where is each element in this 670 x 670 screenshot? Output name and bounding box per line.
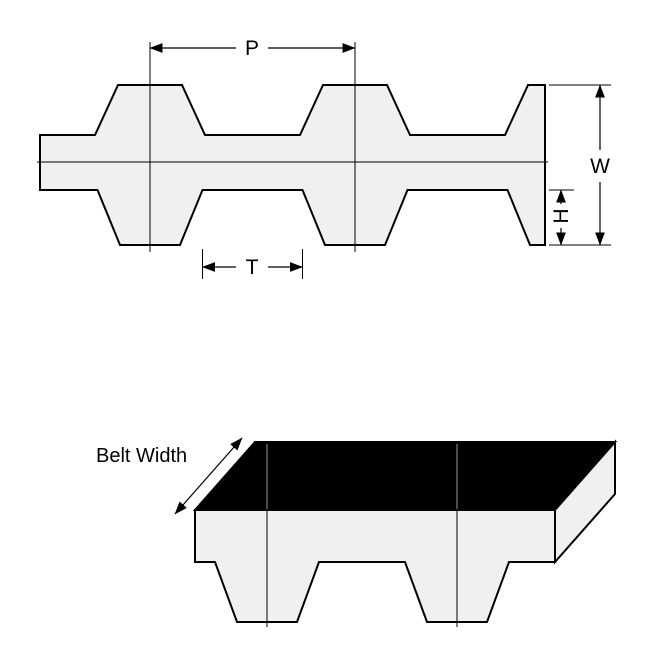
dimension-tooth-height: H (549, 189, 574, 246)
dimension-tooth-land: T (201, 249, 304, 279)
belt-width-annotation: Belt Width (96, 437, 243, 515)
belt-top-face (192, 441, 618, 511)
overall-width-label: W (590, 155, 610, 178)
belt-width-label: Belt Width (96, 445, 187, 467)
tooth-height-label: H (550, 208, 573, 223)
dimension-pitch: P (149, 37, 356, 60)
belt-front-face (194, 509, 556, 623)
belt-cross-section-outline (39, 84, 546, 246)
pitch-label: P (245, 37, 259, 60)
belt-3d-view-figure: Belt Width (96, 437, 618, 627)
belt-width-arrow (174, 437, 243, 515)
belt-cross-section-figure: P W H T (37, 37, 611, 279)
tooth-land-label: T (246, 256, 259, 279)
